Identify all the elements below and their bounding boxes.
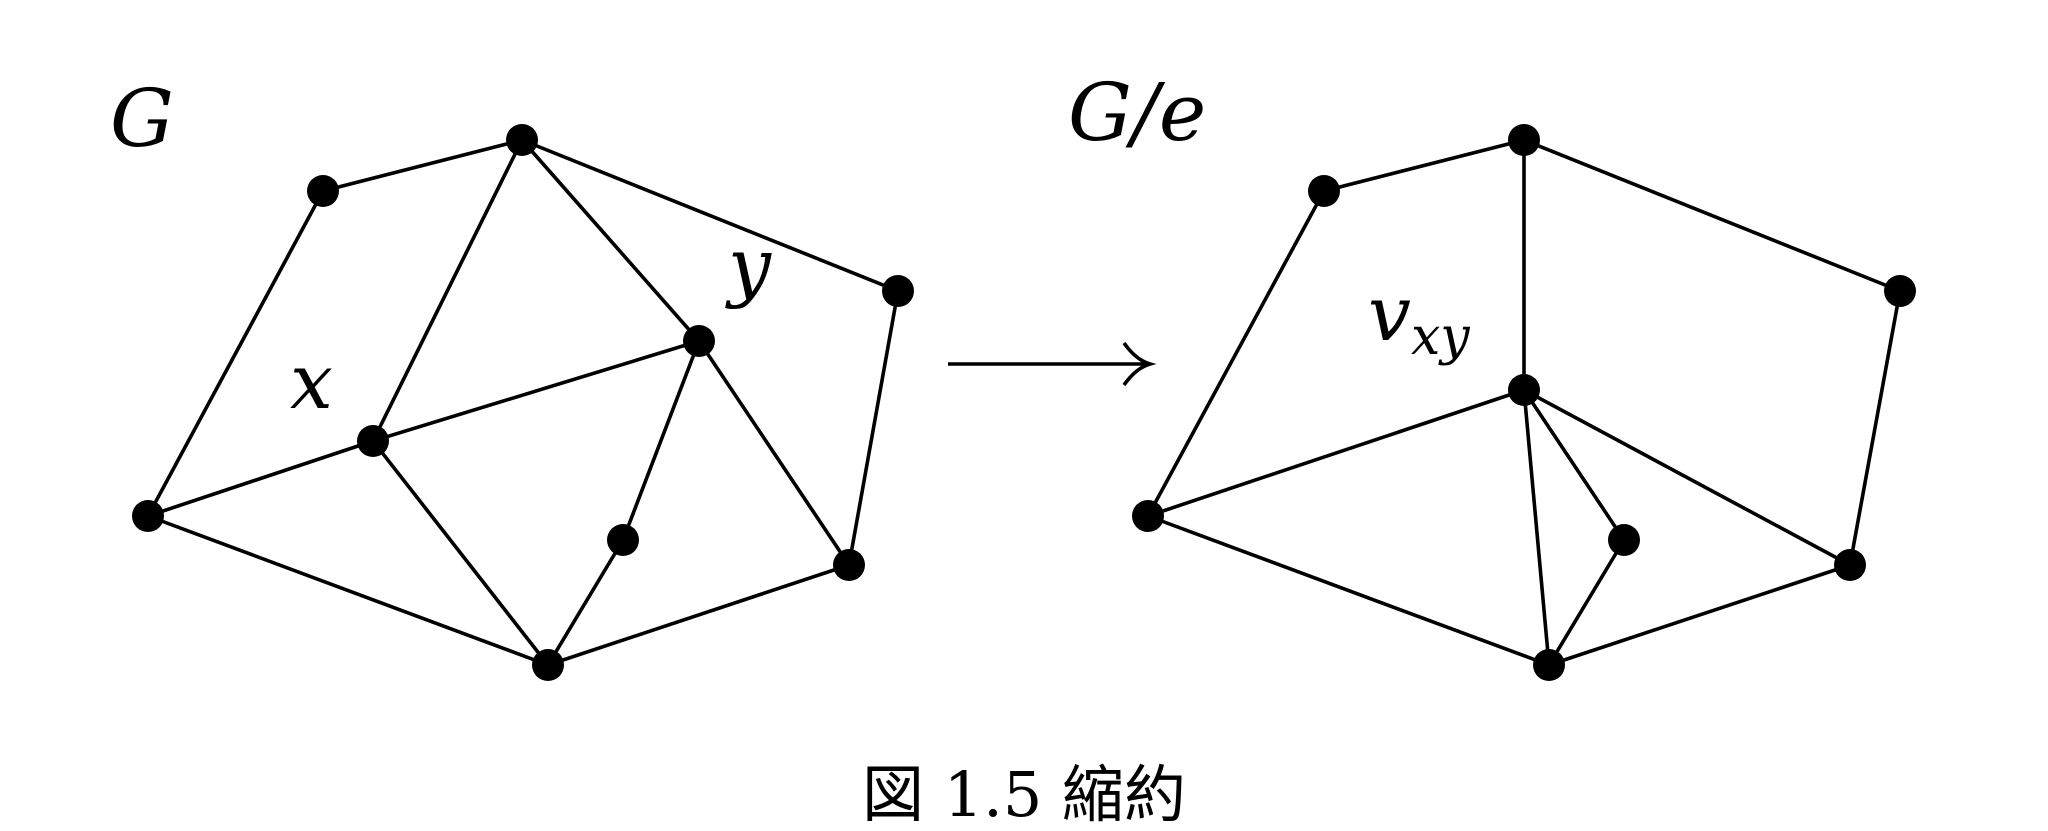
contraction-arrow [948, 341, 1157, 387]
merged-vertex-label: vxy [1368, 269, 1470, 367]
vertex [1508, 124, 1540, 156]
edge [1547, 538, 1626, 667]
vertex-y [683, 325, 715, 357]
edge [146, 189, 325, 518]
vertex [882, 275, 914, 307]
edge [146, 439, 375, 518]
edge [1848, 289, 1902, 567]
graph-contracted-edges [1146, 138, 1902, 667]
vertex-x-label: x [290, 337, 333, 426]
vertex [1884, 275, 1916, 307]
edge [520, 138, 701, 343]
graph-g: G x y [110, 72, 914, 681]
edge [1522, 388, 1852, 567]
vertex-x [357, 425, 389, 457]
vertex [532, 649, 564, 681]
graph-g-edges [146, 138, 900, 667]
edge [1322, 138, 1526, 193]
edge [146, 514, 550, 667]
vertex [833, 549, 865, 581]
graph-contraction-figure: G x y [110, 66, 1916, 681]
edge [321, 138, 524, 193]
graph-contracted: G/e vxy [1068, 66, 1916, 681]
graph-contracted-vertices [1132, 124, 1916, 681]
edge [520, 138, 900, 293]
edge [371, 439, 550, 667]
vertex [1308, 175, 1340, 207]
edge [1146, 388, 1526, 518]
vertex [307, 175, 339, 207]
vertex [132, 500, 164, 532]
edge-e [371, 339, 701, 443]
merged-vertex-label-subscript: xy [1411, 307, 1470, 367]
graph-g-vertices [132, 124, 914, 681]
figure-caption: 図 1.5 縮約 [861, 758, 1187, 831]
edge [546, 538, 625, 667]
vertex [1608, 524, 1640, 556]
vertex [506, 124, 538, 156]
vertex [1533, 649, 1565, 681]
edge [1146, 189, 1326, 518]
edge [1146, 514, 1551, 667]
edge [1547, 563, 1852, 667]
edge [1522, 388, 1626, 542]
merged-vertex-label-main: v [1368, 269, 1411, 358]
vertex [607, 524, 639, 556]
graph-contracted-label: G/e [1068, 66, 1206, 159]
vertex-vxy [1508, 374, 1540, 406]
vertex-y-label: y [725, 221, 772, 310]
graph-g-label: G [110, 72, 174, 165]
edge [371, 138, 524, 443]
edge [1522, 388, 1551, 667]
vertex [1834, 549, 1866, 581]
edge [621, 339, 701, 542]
edge [847, 289, 900, 567]
edge [546, 563, 851, 667]
edge [1522, 138, 1902, 293]
edge [697, 339, 851, 567]
vertex [1132, 500, 1164, 532]
